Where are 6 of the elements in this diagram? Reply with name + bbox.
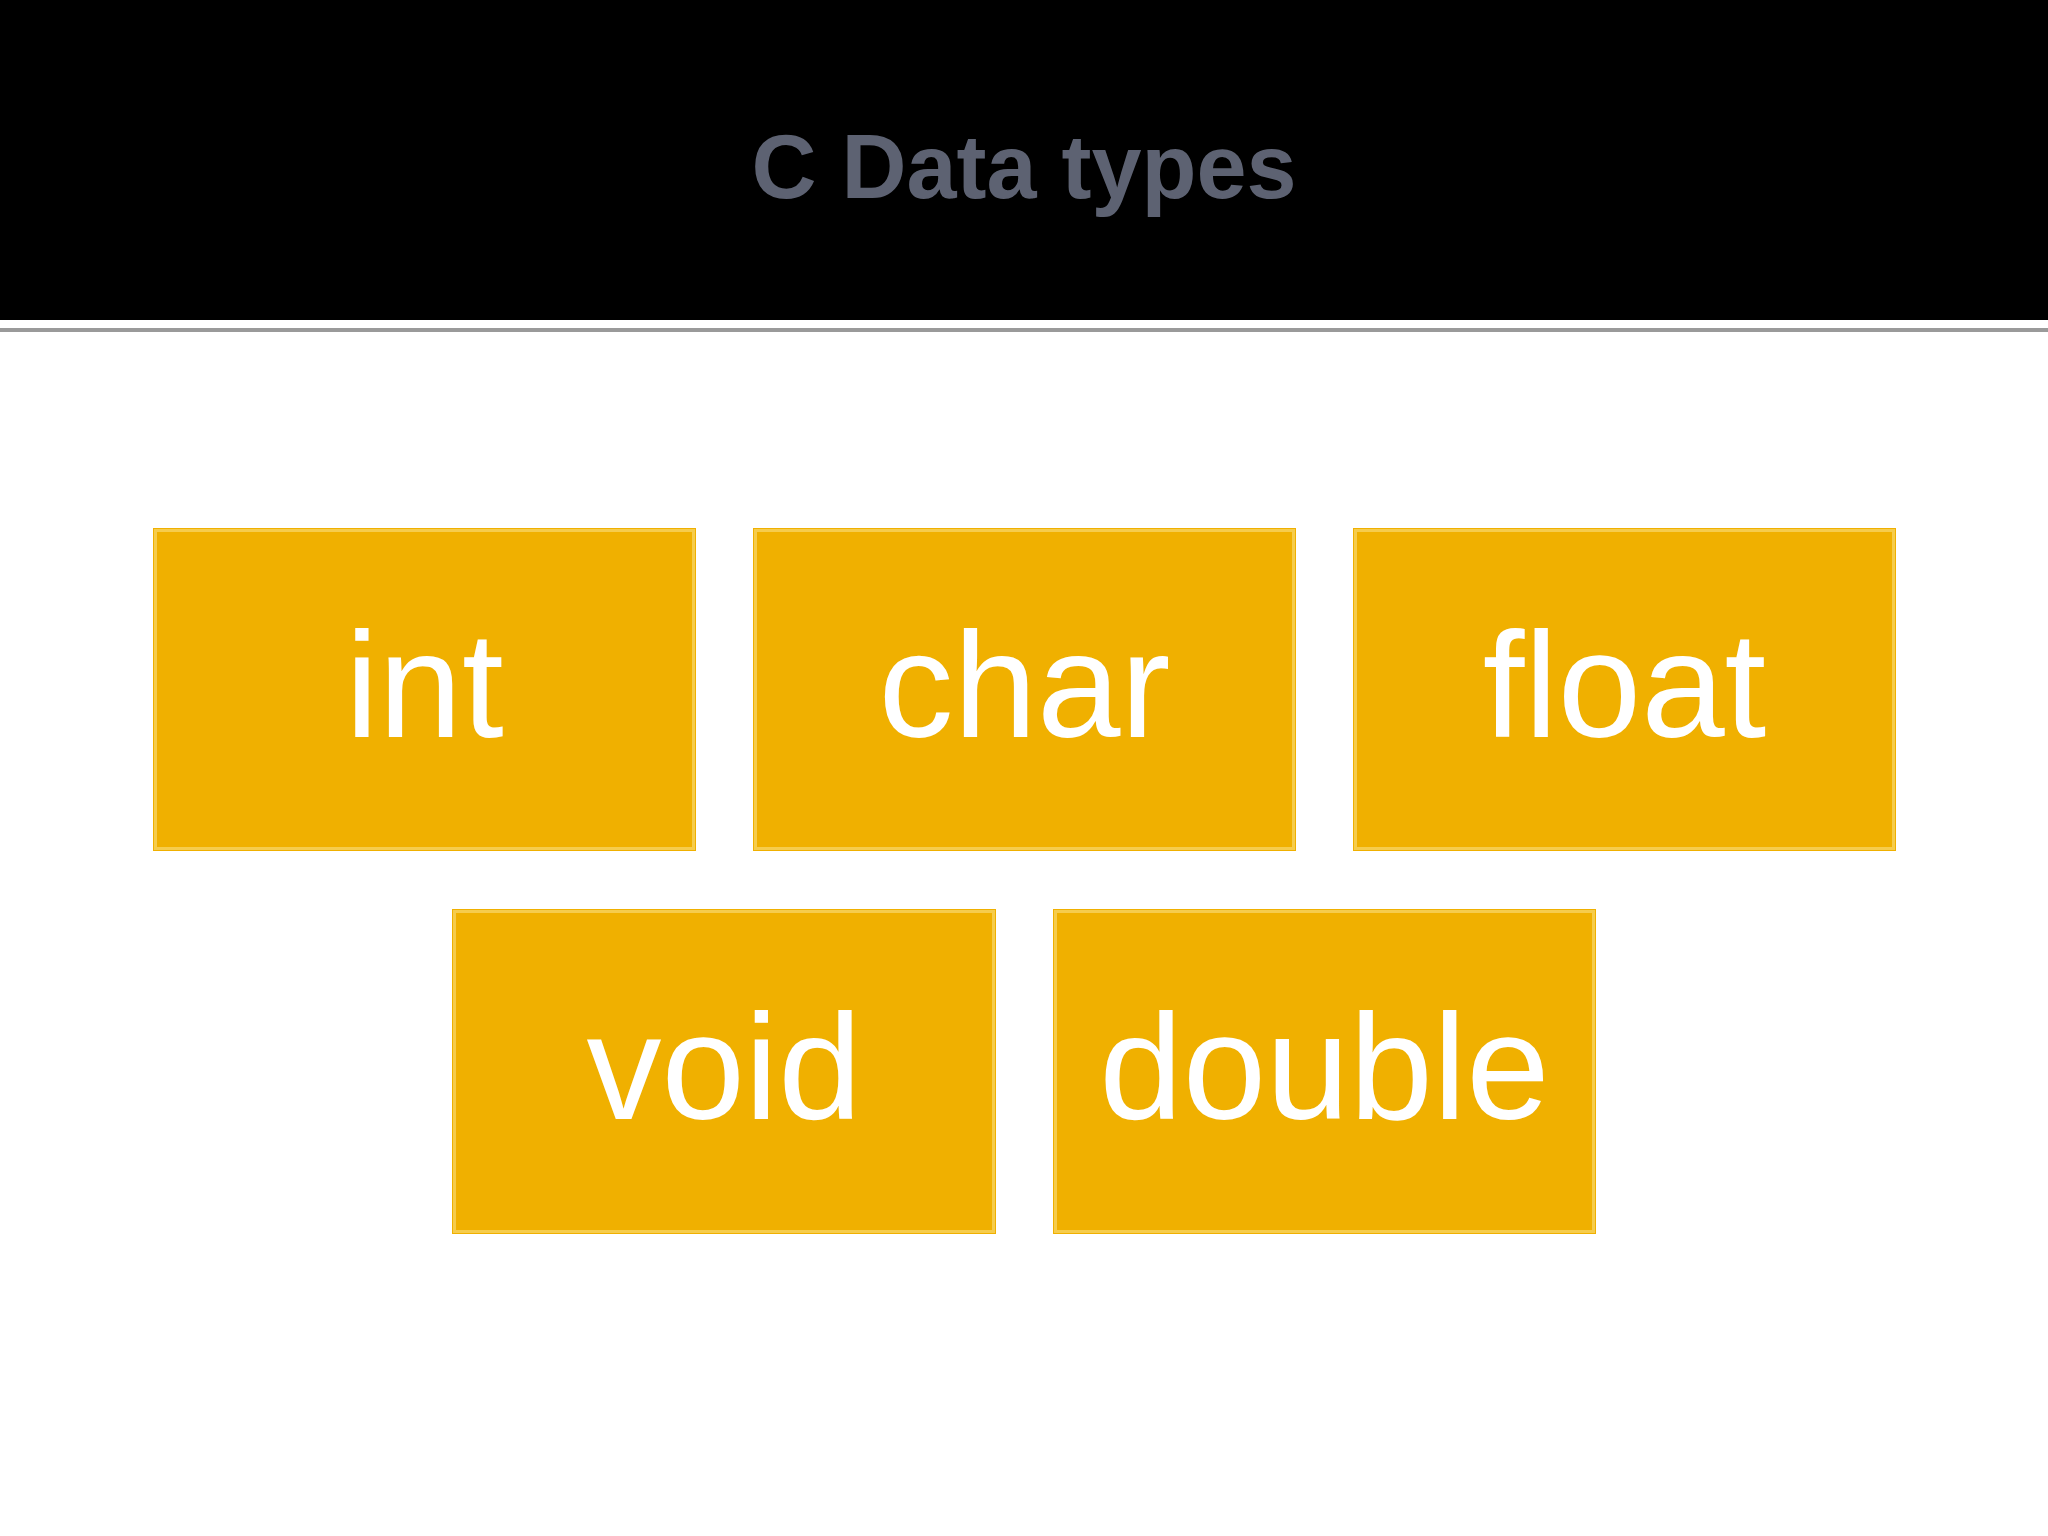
- type-box: char: [754, 529, 1295, 850]
- type-box: double: [1054, 910, 1595, 1233]
- slide-title: C Data types: [751, 117, 1297, 217]
- type-box: int: [154, 529, 695, 850]
- type-box: void: [453, 910, 995, 1233]
- type-box: float: [1354, 529, 1895, 850]
